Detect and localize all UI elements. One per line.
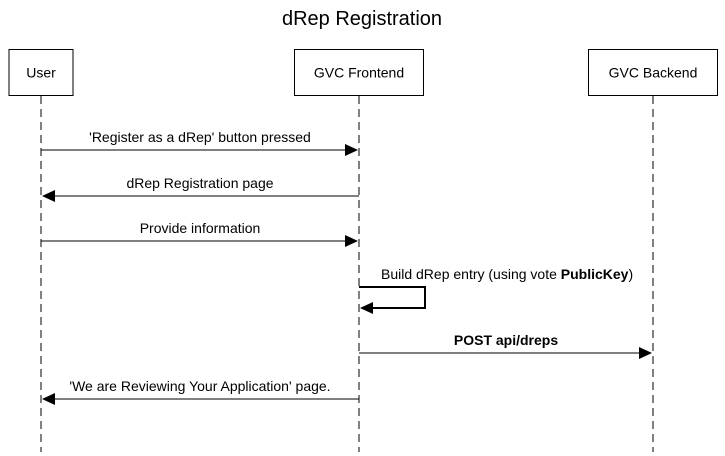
- message-1: 'Register as a dRep' button pressed: [41, 129, 358, 156]
- message-label-part: dRep Registration page: [126, 175, 273, 191]
- participant-backend: GVC Backend: [588, 49, 718, 452]
- message-3: Provide information: [41, 220, 358, 247]
- participant-label-frontend: GVC Frontend: [314, 65, 404, 81]
- participant-box-frontend: [294, 49, 424, 96]
- message-6: 'We are Reviewing Your Application' page…: [42, 378, 359, 405]
- message-label-part: ): [628, 266, 633, 282]
- message-label-part: POST api/dreps: [454, 332, 558, 348]
- arrow-head: [42, 190, 55, 202]
- message-5: POST api/dreps: [359, 332, 652, 359]
- message-label-part: Provide information: [140, 220, 261, 236]
- arrow-head: [360, 302, 373, 314]
- participant-label-user: User: [26, 65, 56, 81]
- message-label: POST api/dreps: [454, 332, 558, 348]
- participant-user: User: [8, 49, 74, 452]
- message-label: 'We are Reviewing Your Application' page…: [69, 378, 330, 394]
- participant-box-user: [8, 49, 74, 96]
- message-label: Build dRep entry (using vote PublicKey): [381, 266, 633, 282]
- message-label: 'Register as a dRep' button pressed: [89, 129, 311, 145]
- arrow-head: [639, 347, 652, 359]
- arrow-head: [345, 144, 358, 156]
- self-call-arrow-line: [359, 286, 426, 309]
- diagram-title: dRep Registration: [282, 8, 442, 30]
- message-label-part: PublicKey: [561, 266, 629, 282]
- messages: 'Register as a dRep' button pressed dRep …: [41, 129, 652, 405]
- message-label-part: 'Register as a dRep' button pressed: [89, 129, 311, 145]
- arrow-head: [42, 393, 55, 405]
- message-4: Build dRep entry (using vote PublicKey): [359, 266, 633, 314]
- message-label-part: 'We are Reviewing Your Application' page…: [69, 378, 330, 394]
- message-label: dRep Registration page: [126, 175, 273, 191]
- message-2: dRep Registration page: [42, 175, 359, 202]
- arrow-head: [345, 235, 358, 247]
- message-label: Provide information: [140, 220, 261, 236]
- message-label-part: Build dRep entry (using vote: [381, 266, 561, 282]
- participants: User GVC Frontend GVC Backend: [8, 49, 718, 452]
- participant-frontend: GVC Frontend: [294, 49, 424, 452]
- participant-box-backend: [588, 49, 718, 96]
- participant-label-backend: GVC Backend: [609, 65, 698, 81]
